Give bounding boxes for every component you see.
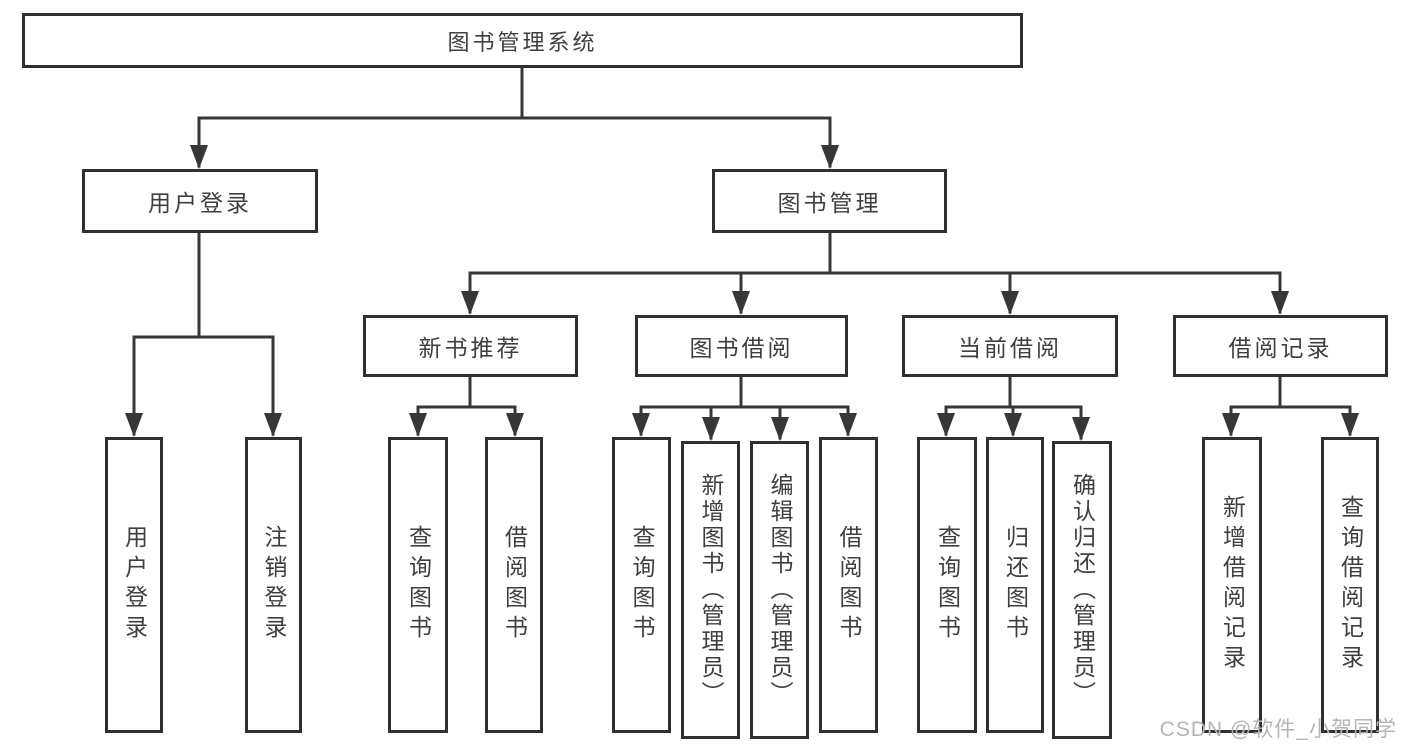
leaf-label: 归还图书 xyxy=(1002,525,1029,645)
leaf-logout: 注销登录 xyxy=(245,437,302,733)
leaf-label: 注销登录 xyxy=(261,525,287,645)
leaf-recommend-query-books: 查询图书 xyxy=(388,437,448,733)
leaf-label: 借阅图书 xyxy=(501,525,528,645)
leaf-label: 确认归还（管理员） xyxy=(1069,473,1096,707)
leaf-add-books-admin: 新增图书（管理员） xyxy=(681,441,740,739)
leaf-label: 查询借阅记录 xyxy=(1337,495,1364,675)
node-label: 图书管理系统 xyxy=(447,29,598,55)
leaf-label: 用户登录 xyxy=(121,525,148,645)
node-user-login: 用户登录 xyxy=(82,169,318,233)
leaf-label: 编辑图书（管理员） xyxy=(767,473,793,707)
node-borrow-records: 借阅记录 xyxy=(1173,315,1388,377)
leaf-recommend-borrow-books: 借阅图书 xyxy=(485,437,543,733)
node-label: 借阅记录 xyxy=(1228,335,1333,361)
leaf-add-borrow-record: 新增借阅记录 xyxy=(1202,437,1262,733)
leaf-label: 查询图书 xyxy=(405,525,432,645)
csdn-watermark: CSDN @软件_小贺同学 xyxy=(1159,718,1397,741)
node-label: 当前借阅 xyxy=(958,335,1062,361)
node-book-borrow: 图书借阅 xyxy=(635,315,848,377)
leaf-label: 查询图书 xyxy=(934,525,961,645)
leaf-user-login: 用户登录 xyxy=(105,437,163,733)
leaf-label: 借阅图书 xyxy=(836,525,862,645)
node-label: 图书借阅 xyxy=(689,335,794,361)
node-label: 新书推荐 xyxy=(418,335,523,361)
leaf-confirm-return-admin: 确认归还（管理员） xyxy=(1052,441,1112,739)
node-new-book-recommend: 新书推荐 xyxy=(363,315,578,377)
leaf-return-books: 归还图书 xyxy=(986,437,1044,733)
node-library-management-system: 图书管理系统 xyxy=(22,13,1023,68)
leaf-label: 新增借阅记录 xyxy=(1219,495,1246,675)
node-book-management: 图书管理 xyxy=(712,169,947,233)
leaf-label: 新增图书（管理员） xyxy=(698,473,724,707)
node-label: 用户登录 xyxy=(148,190,252,216)
leaf-edit-books-admin: 编辑图书（管理员） xyxy=(750,441,809,739)
node-current-borrow: 当前借阅 xyxy=(902,315,1118,377)
leaf-current-query-books: 查询图书 xyxy=(917,437,977,733)
leaf-borrow-books: 借阅图书 xyxy=(819,437,878,733)
leaf-query-borrow-record: 查询借阅记录 xyxy=(1321,437,1379,733)
node-label: 图书管理 xyxy=(777,190,882,216)
leaf-label: 查询图书 xyxy=(629,525,655,645)
leaf-borrow-query-books: 查询图书 xyxy=(612,437,671,733)
